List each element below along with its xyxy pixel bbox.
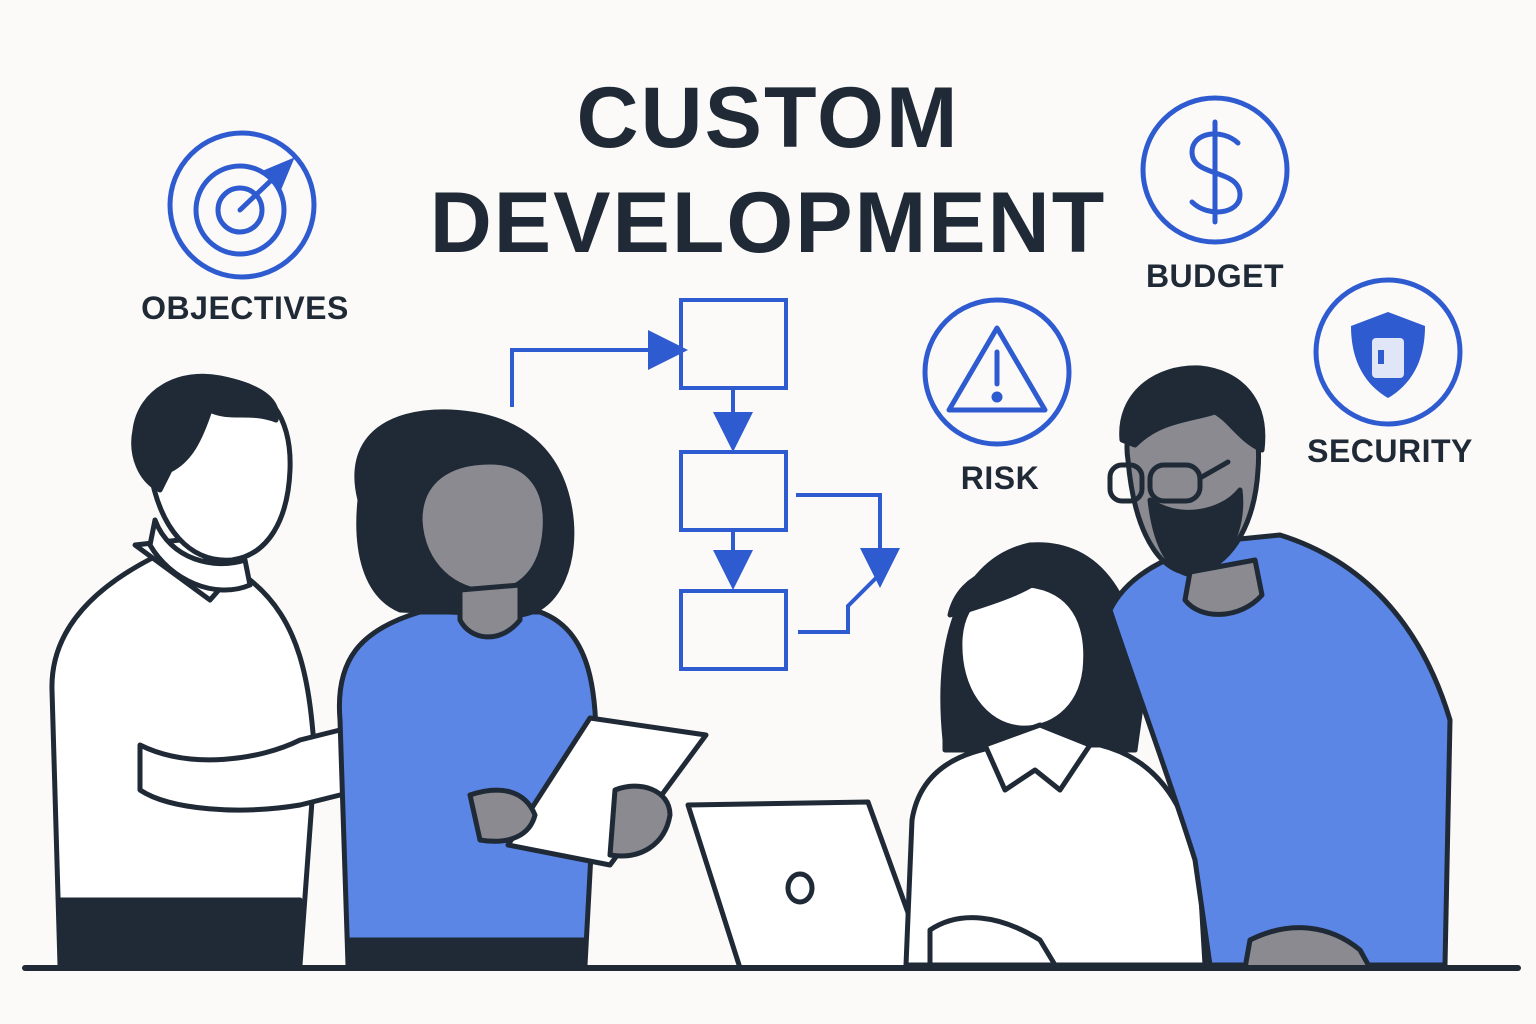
flow-box-2 — [679, 450, 788, 532]
flow-arrow-in — [510, 330, 688, 407]
objectives-label: OBJECTIVES — [141, 290, 349, 326]
risk-label: RISK — [960, 460, 1040, 496]
flow-branch — [796, 493, 900, 588]
dollar-icon — [1140, 95, 1290, 245]
flow-box-3 — [679, 589, 788, 671]
target-icon — [167, 130, 317, 280]
laptop — [685, 799, 931, 971]
person-man-left — [49, 373, 416, 968]
security-label: SECURITY — [1307, 433, 1473, 469]
warning-icon — [922, 297, 1072, 447]
title-line-1: CUSTOM — [576, 70, 960, 166]
person-woman-tablet — [336, 409, 709, 971]
flow-box-1 — [679, 298, 788, 390]
shield-lock-icon — [1313, 277, 1463, 427]
person-man-right — [1107, 365, 1453, 971]
budget-label: BUDGET — [1145, 258, 1285, 294]
flow-return — [798, 572, 882, 634]
flowchart — [510, 298, 900, 671]
title-line-2: DEVELOPMENT — [429, 175, 1107, 271]
